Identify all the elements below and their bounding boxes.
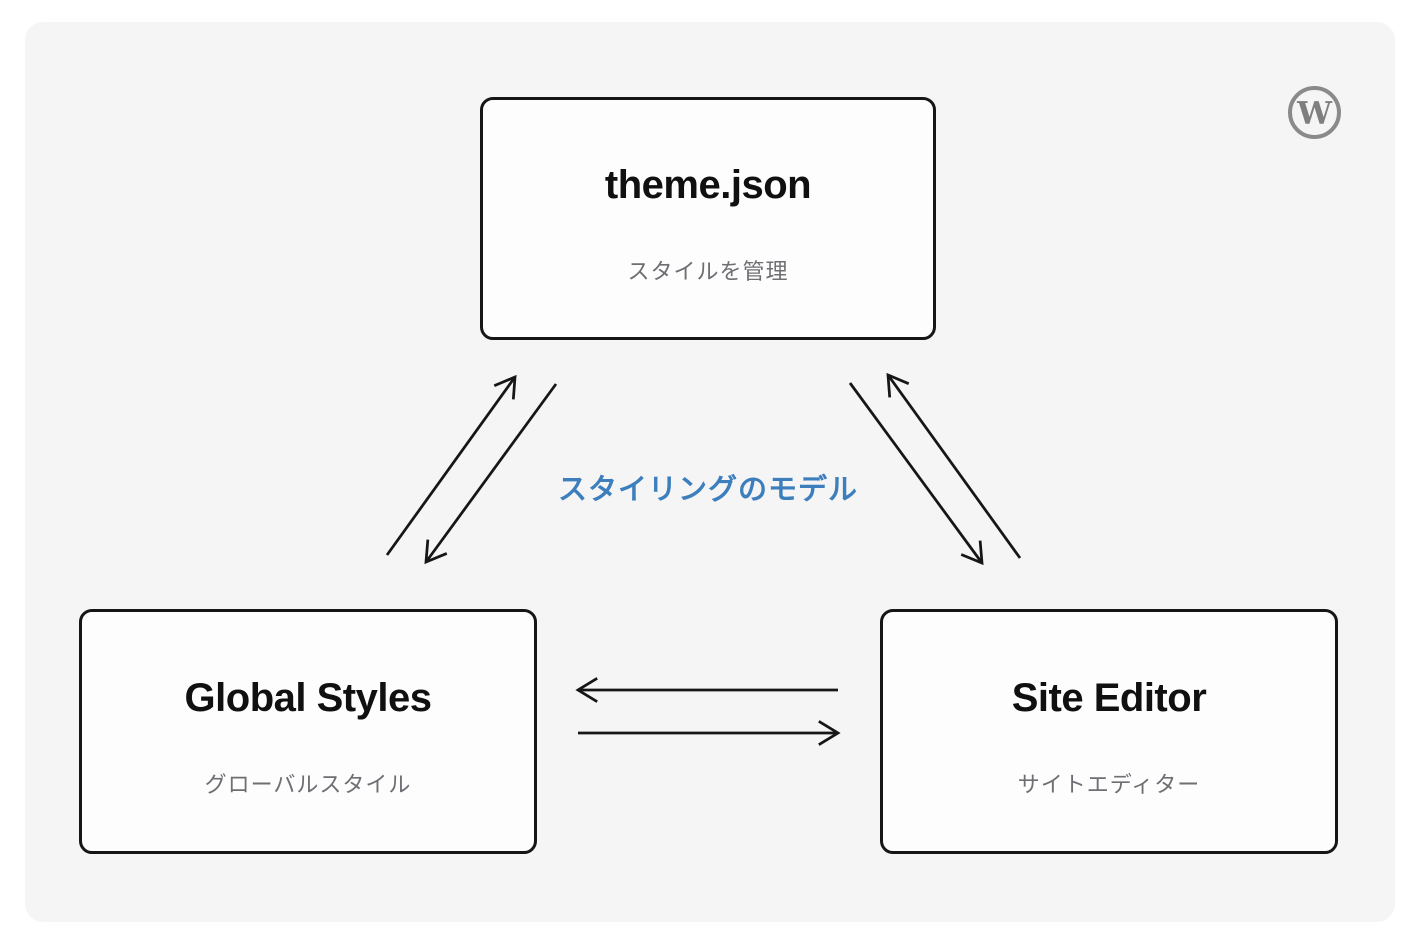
wordpress-logo-icon: W <box>1288 86 1341 139</box>
node-site-editor: Site Editor サイトエディター <box>880 609 1338 854</box>
site-editor-subtitle: サイトエディター <box>1017 772 1201 798</box>
global-styles-subtitle: グローバルスタイル <box>204 772 412 798</box>
theme-json-title: theme.json <box>604 163 812 208</box>
global-styles-title: Global Styles <box>184 676 432 721</box>
site-editor-title: Site Editor <box>1011 676 1207 721</box>
node-global-styles: Global Styles グローバルスタイル <box>79 609 537 854</box>
node-theme-json: theme.json スタイルを管理 <box>480 97 936 340</box>
theme-json-subtitle: スタイルを管理 <box>627 259 789 285</box>
center-label: スタイリングのモデル <box>557 474 859 506</box>
wordpress-logo-letter: W <box>1296 96 1333 132</box>
